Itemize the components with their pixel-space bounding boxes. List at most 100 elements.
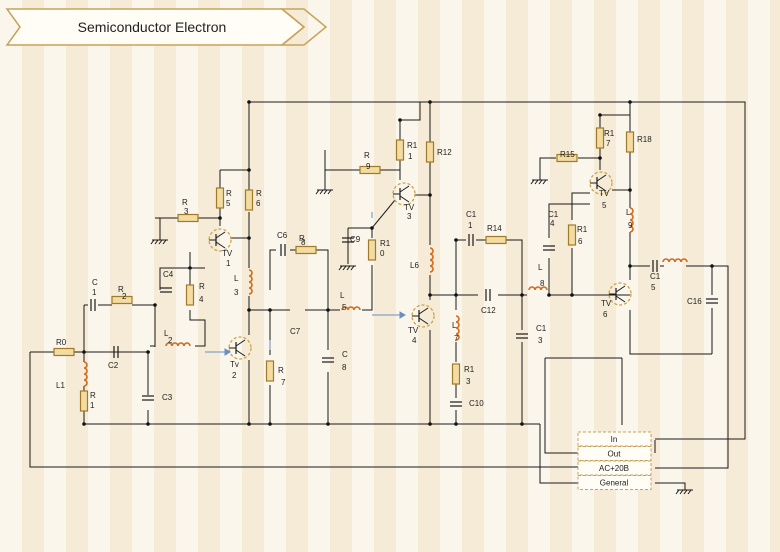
TV3-transistor xyxy=(392,182,416,206)
label-l3_n: 3 xyxy=(234,288,239,297)
C15-capacitor xyxy=(652,260,658,272)
label-l5_n: 5 xyxy=(342,303,347,312)
label-r2: R xyxy=(118,285,124,294)
label-c11: C1 xyxy=(466,210,477,219)
label-c1_n: 1 xyxy=(92,288,97,297)
label-r2_n: 2 xyxy=(122,292,127,301)
label-c9: C9 xyxy=(350,235,361,244)
C8-capacitor xyxy=(322,357,334,363)
label-tv4_n: 4 xyxy=(412,336,417,345)
R3-resistor xyxy=(177,213,199,223)
C14-capacitor xyxy=(543,245,555,251)
TV4-transistor xyxy=(411,304,435,328)
label-r17_n: 7 xyxy=(606,139,611,148)
R18-resistor xyxy=(625,131,635,153)
TV1-transistor xyxy=(208,228,232,252)
label-r16: R1 xyxy=(577,225,588,234)
label-r3_n: 3 xyxy=(184,207,189,216)
label-r4: R xyxy=(199,282,205,291)
label-c15: C1 xyxy=(650,272,661,281)
label-c13_n: 3 xyxy=(538,336,543,345)
TV6-transistor xyxy=(608,282,632,306)
label-l1: L1 xyxy=(56,381,65,390)
label-l7_n: 7 xyxy=(454,334,459,343)
label-r6_n: 6 xyxy=(256,199,261,208)
label-c12: C12 xyxy=(481,306,496,315)
terminal-ac-20b: AC+20B xyxy=(577,460,652,476)
R4-resistor xyxy=(185,284,195,306)
terminal-label: General xyxy=(600,479,629,488)
label-r1_a: R xyxy=(90,391,96,400)
terminal-label: Out xyxy=(608,450,622,459)
label-r17: R1 xyxy=(604,129,615,138)
C9-capacitor xyxy=(342,237,354,243)
diagram-title: Semiconductor Electron xyxy=(78,19,227,35)
terminal-general: General xyxy=(577,475,652,490)
label-tv1: TV xyxy=(222,249,233,258)
label-r10_n: 0 xyxy=(380,249,385,258)
label-l9: L xyxy=(626,208,631,217)
label-c7: C7 xyxy=(290,327,301,336)
label-r11: R1 xyxy=(407,141,418,150)
R14-resistor xyxy=(485,235,507,245)
label-r8: R xyxy=(299,234,305,243)
label-c1: C xyxy=(92,278,98,287)
label-c13: C1 xyxy=(536,324,547,333)
label-tv2_n: 2 xyxy=(232,371,237,380)
label-r0: R0 xyxy=(56,338,67,347)
C1-capacitor xyxy=(90,299,96,311)
label-c6: C6 xyxy=(277,231,288,240)
L6-inductor xyxy=(429,247,434,273)
label-r1_b: 1 xyxy=(90,401,95,410)
label-r12: R12 xyxy=(437,148,452,157)
C13-capacitor xyxy=(516,333,528,339)
ground-symbols xyxy=(150,158,693,495)
label-l2_n: 2 xyxy=(168,336,173,345)
label-r9: R xyxy=(364,151,370,160)
label-tv3_n: 3 xyxy=(407,212,412,221)
L8-inductor xyxy=(528,286,548,291)
C16-capacitor xyxy=(706,298,718,304)
label-r14: R14 xyxy=(487,224,502,233)
L5-inductor xyxy=(341,306,361,311)
R16-resistor xyxy=(567,224,577,246)
R5-resistor xyxy=(215,187,225,209)
R0-resistor xyxy=(53,347,75,357)
label-c8_n: 8 xyxy=(342,363,347,372)
R9-resistor xyxy=(359,165,381,175)
L7-inductor xyxy=(455,315,460,341)
L1-inductor xyxy=(83,361,88,387)
L3-inductor xyxy=(248,269,253,295)
L9-inductor xyxy=(629,207,634,233)
terminal-out: Out xyxy=(577,446,652,461)
label-c14_n: 4 xyxy=(550,219,555,228)
label-c10: C10 xyxy=(469,399,484,408)
R13-resistor xyxy=(451,363,461,385)
label-tv6: TV xyxy=(601,299,612,308)
label-r10: R1 xyxy=(380,239,391,248)
label-c11_n: 1 xyxy=(468,221,473,230)
label-r18: R18 xyxy=(637,135,652,144)
label-r16_n: 6 xyxy=(578,237,583,246)
label-r8_n: 8 xyxy=(301,238,306,247)
R15-resistor xyxy=(556,153,578,163)
R2-resistor xyxy=(111,295,133,305)
label-l3: L xyxy=(234,274,239,283)
label-tv4: TV xyxy=(408,326,419,335)
wires xyxy=(29,101,746,490)
label-r9_n: 9 xyxy=(366,162,371,171)
terminal-in: In xyxy=(577,431,652,447)
R8-resistor xyxy=(295,245,317,255)
label-tv6_n: 6 xyxy=(603,310,608,319)
label-c8: C xyxy=(342,350,348,359)
label-l9_n: 9 xyxy=(628,221,633,230)
label-c3: C3 xyxy=(162,393,173,402)
C12-capacitor xyxy=(485,289,491,301)
label-r15: R15 xyxy=(560,150,575,159)
terminal-label: AC+20B xyxy=(599,464,629,473)
label-tv5: TV xyxy=(599,189,610,198)
R17-resistor xyxy=(595,127,605,149)
C2-capacitor xyxy=(113,346,119,358)
